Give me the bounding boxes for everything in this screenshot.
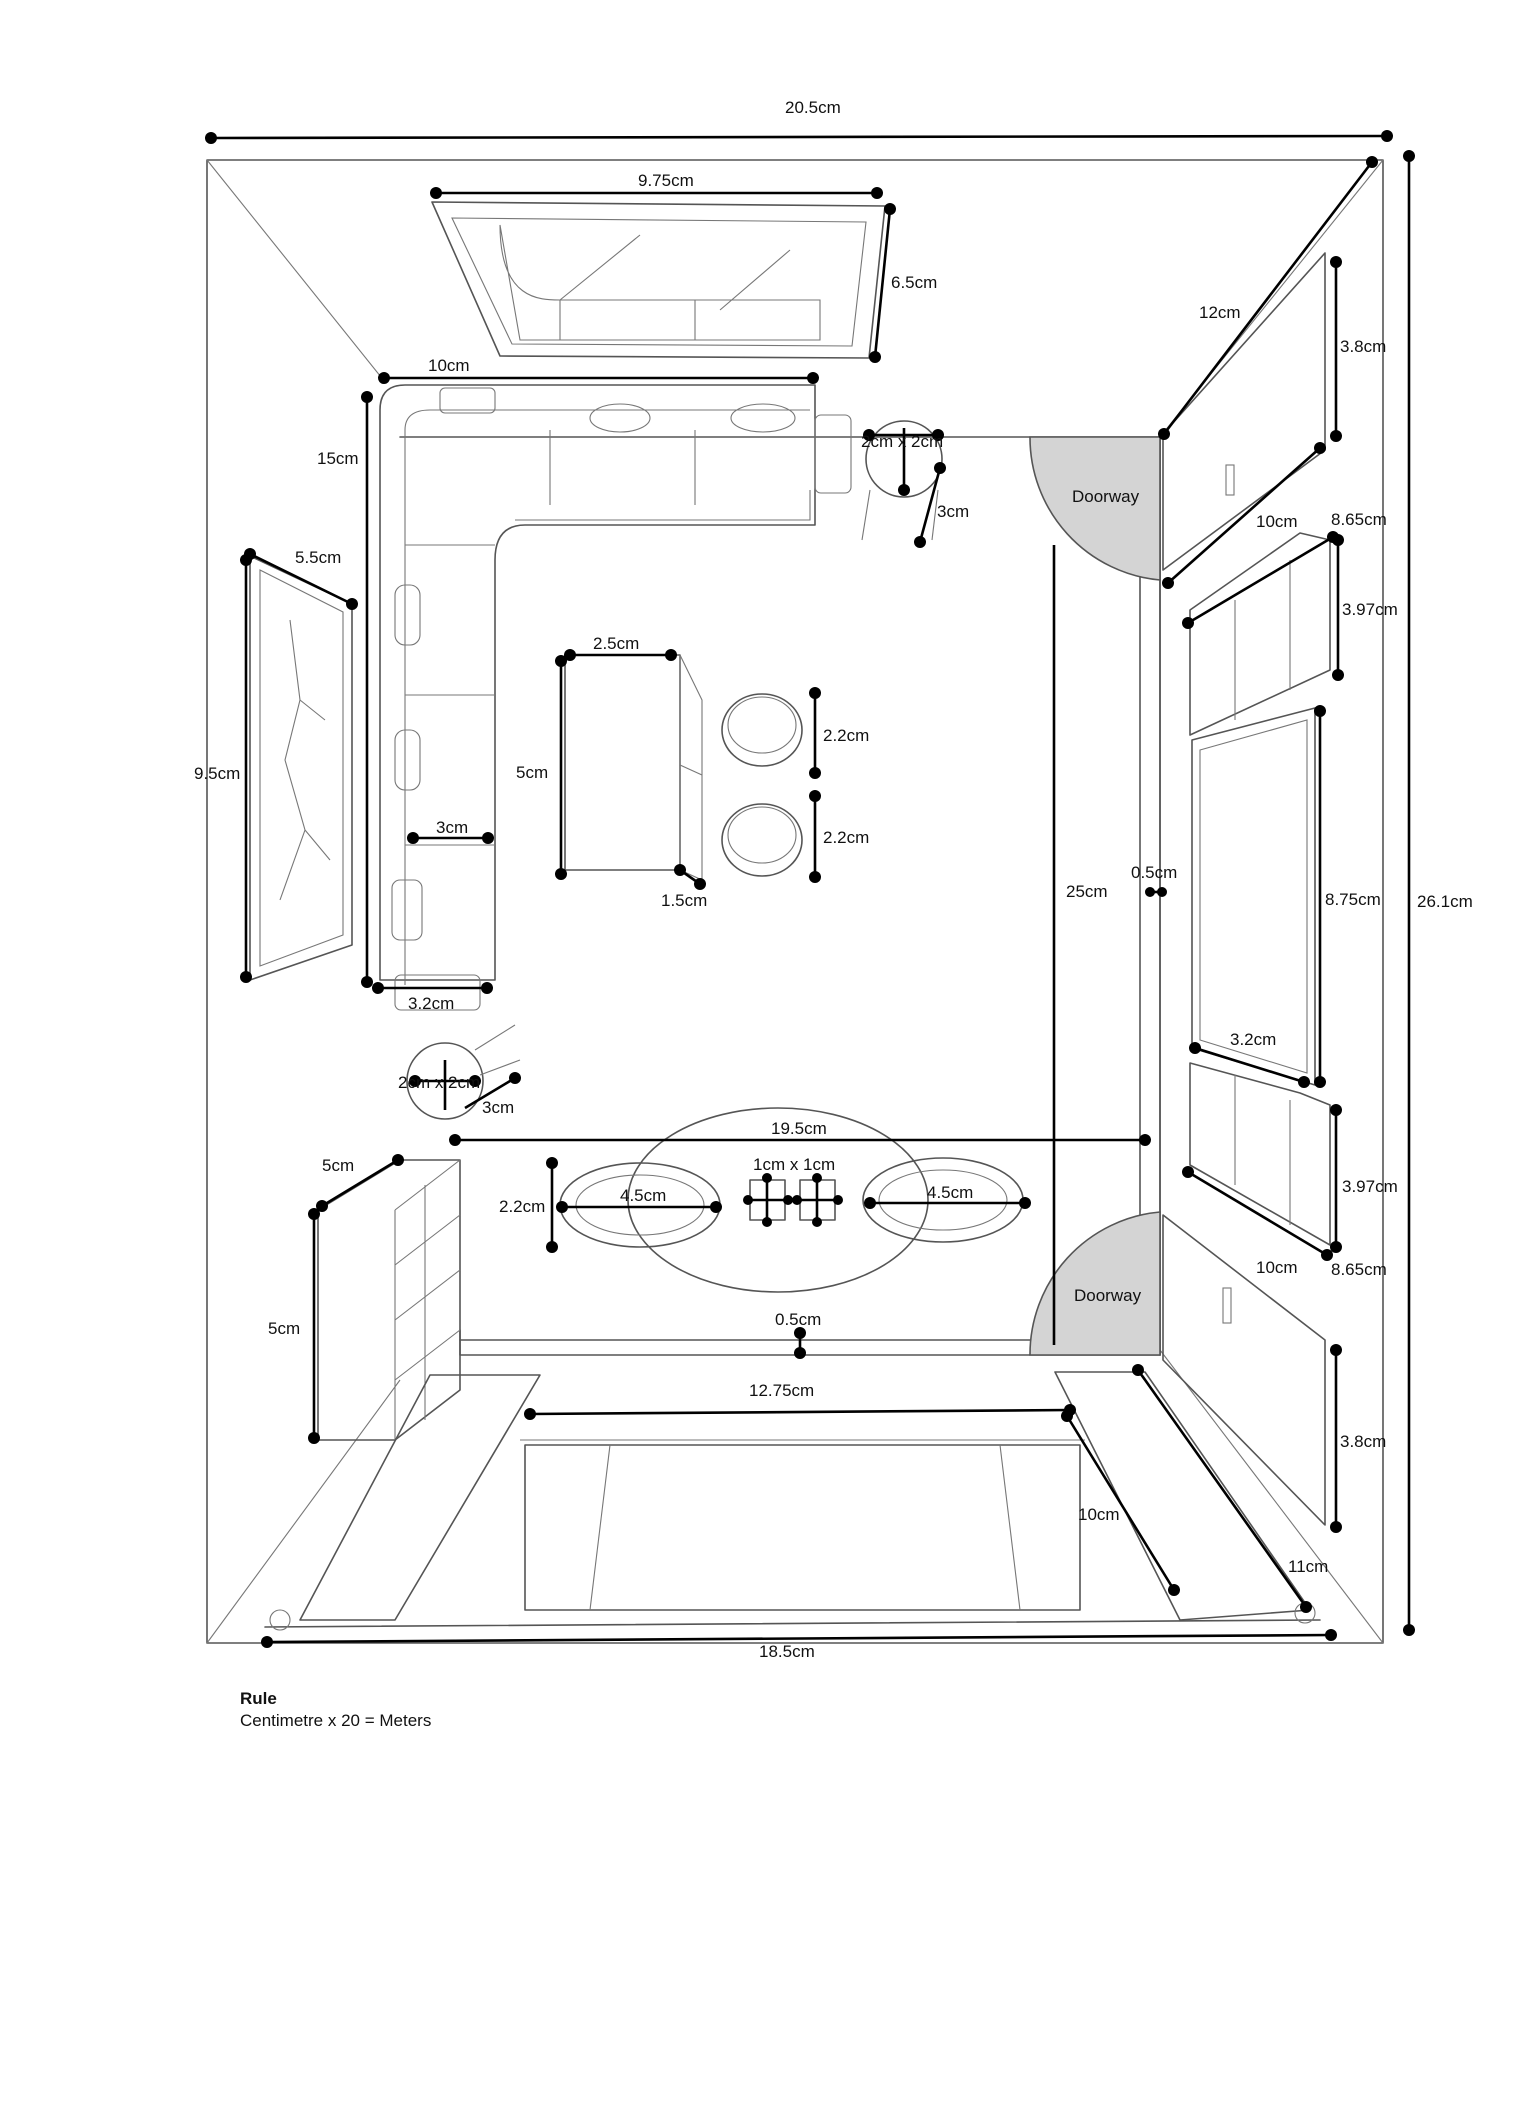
label-doorway-bottom: Doorway	[1074, 1286, 1142, 1305]
label-right-panel-top-len: 12cm	[1199, 303, 1241, 322]
label-right-shelf-top-d: 8.65cm	[1331, 510, 1387, 529]
right-wall-panel-top	[1162, 252, 1326, 571]
doorway-bottom	[1029, 1211, 1161, 1356]
pouf-2	[721, 803, 803, 877]
right-shelf-bottom	[1189, 1062, 1331, 1246]
label-bed-len: 10cm	[1078, 1505, 1120, 1524]
label-coffee-table-w: 2.5cm	[593, 634, 639, 653]
label-right-mirror-w: 3.2cm	[1230, 1030, 1276, 1049]
label-coffee-table-d: 1.5cm	[661, 891, 707, 910]
label-rug-width: 19.5cm	[771, 1119, 827, 1138]
dimension-lines	[205, 130, 1415, 1648]
tv-screen	[431, 201, 886, 359]
label-right-shelf-top-len: 10cm	[1256, 512, 1298, 531]
label-pouf-2: 2.2cm	[823, 828, 869, 847]
label-side-table-bottom-h: 3cm	[482, 1098, 514, 1117]
right-mirror	[1191, 707, 1316, 1086]
label-tv-height: 6.5cm	[891, 273, 937, 292]
bookcase	[317, 1159, 461, 1441]
label-right-panel-top-h: 3.8cm	[1340, 337, 1386, 356]
label-room-depth: 26.1cm	[1417, 892, 1473, 911]
coffee-table	[564, 654, 703, 881]
side-table-bottom	[406, 1024, 521, 1120]
label-right-shelf-bottom-len: 10cm	[1256, 1258, 1298, 1277]
l-sofa	[379, 384, 852, 1011]
label-right-shelf-bottom-h: 3.97cm	[1342, 1177, 1398, 1196]
label-cube-size: 1cm x 1cm	[753, 1155, 835, 1174]
pouf-1	[721, 693, 803, 767]
scale-rule: Rule Centimetre x 20 = Meters	[240, 1688, 431, 1732]
label-tv-width: 9.75cm	[638, 171, 694, 190]
label-floor-gap: 0.5cm	[775, 1310, 821, 1329]
label-wall-art-w: 5.5cm	[295, 548, 341, 567]
label-wall-gap: 0.5cm	[1131, 863, 1177, 882]
label-wall-art-h: 9.5cm	[194, 764, 240, 783]
label-chair-depth: 2.2cm	[499, 1197, 545, 1216]
label-side-table-top-h: 3cm	[937, 502, 969, 521]
right-wall-panel-bottom	[1162, 1214, 1326, 1526]
label-sofa-top: 10cm	[428, 356, 470, 375]
accent-chair-left	[559, 1162, 721, 1248]
label-right-mirror-h: 8.75cm	[1325, 890, 1381, 909]
side-table-top	[861, 420, 943, 541]
label-hallway: 25cm	[1066, 882, 1108, 901]
label-right-shelf-top-h: 3.97cm	[1342, 600, 1398, 619]
label-chair-right: 4.5cm	[927, 1183, 973, 1202]
rug	[627, 1107, 929, 1293]
label-bottom-width: 18.5cm	[759, 1642, 815, 1661]
label-chair-left: 4.5cm	[620, 1186, 666, 1205]
label-bed-side: 11cm	[1288, 1557, 1328, 1576]
label-right-shelf-bottom-d: 8.65cm	[1331, 1260, 1387, 1279]
label-coffee-table-l: 5cm	[516, 763, 548, 782]
rule-text: Centimetre x 20 = Meters	[240, 1711, 432, 1730]
label-right-panel-bottom-h: 3.8cm	[1340, 1432, 1386, 1451]
label-sofa-end: 3.2cm	[408, 994, 454, 1013]
label-bookcase-h: 5cm	[268, 1319, 300, 1338]
rule-title: Rule	[240, 1689, 277, 1708]
label-side-table-bottom: 2cm x 2cm	[398, 1073, 480, 1092]
label-bookcase-w: 5cm	[322, 1156, 354, 1175]
label-bed-width: 12.75cm	[749, 1381, 814, 1400]
doorway-top	[1029, 436, 1161, 581]
label-pouf-1: 2.2cm	[823, 726, 869, 745]
label-doorway-top: Doorway	[1072, 487, 1140, 506]
bed	[264, 1371, 1321, 1631]
right-shelf-top	[1189, 532, 1331, 736]
label-side-table-top: 2cm x 2cm	[861, 432, 943, 451]
label-sofa-side: 15cm	[317, 449, 359, 468]
dimension-labels: 20.5cm 26.1cm 18.5cm 9.75cm 6.5cm 10cm 1…	[194, 98, 1473, 1661]
label-sofa-depth: 3cm	[436, 818, 468, 837]
label-room-width: 20.5cm	[785, 98, 841, 117]
wall-art	[249, 555, 353, 981]
